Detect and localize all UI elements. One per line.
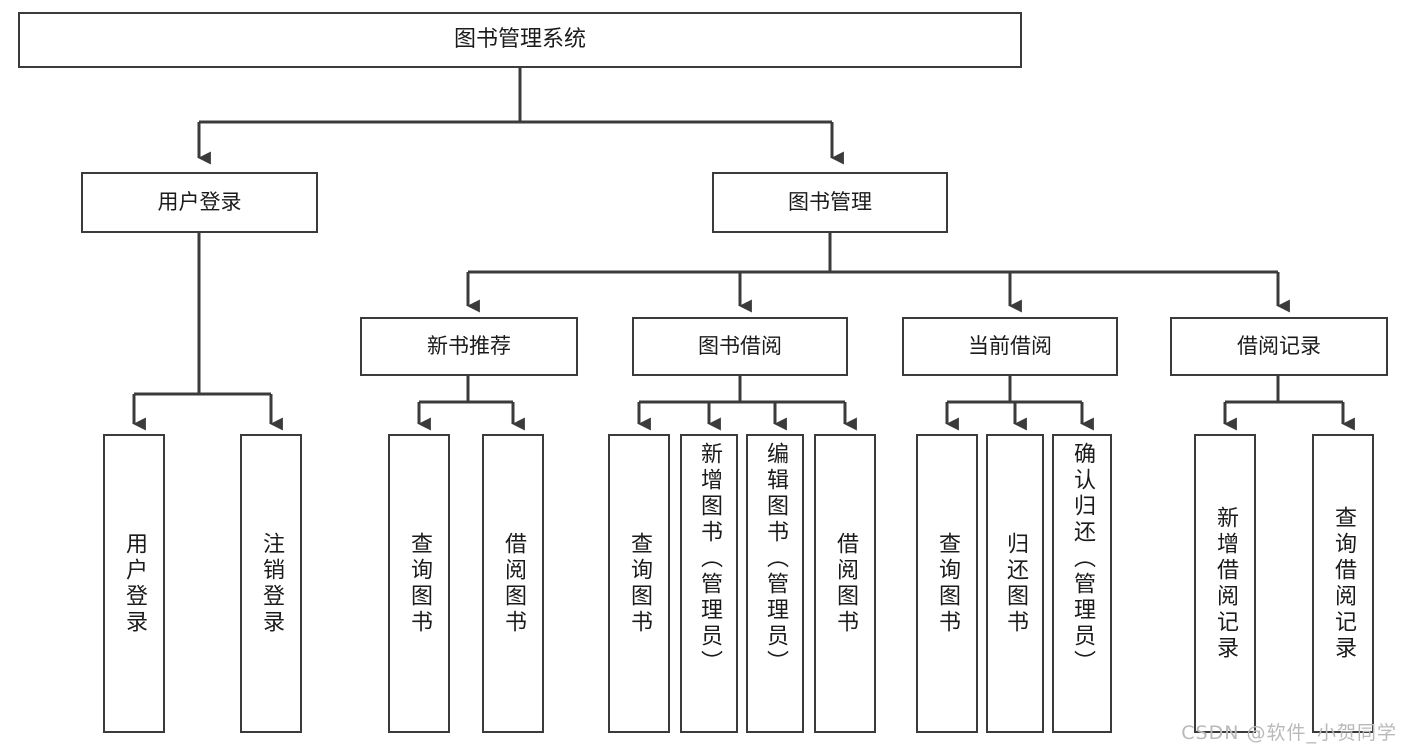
leaf-query-borrow-record[interactable]: 查询借阅记录 [1312, 434, 1374, 733]
node-borrow-record[interactable]: 借阅记录 [1170, 317, 1388, 376]
node-root[interactable]: 图书管理系统 [18, 12, 1022, 68]
node-borrow-record-label: 借阅记录 [1237, 334, 1321, 359]
leaf-add-book-admin-label: 新增图书（管理员） [697, 442, 722, 676]
node-book-management[interactable]: 图书管理 [712, 172, 948, 233]
leaf-edit-book-admin-label: 编辑图书（管理员） [763, 442, 788, 676]
leaf-borrow-book-recommend-label: 借阅图书 [501, 531, 526, 636]
leaf-user-login-label: 用户登录 [122, 531, 147, 636]
leaf-return-book-label: 归还图书 [1003, 531, 1028, 636]
leaf-add-borrow-record-label: 新增借阅记录 [1213, 505, 1238, 662]
leaf-user-login[interactable]: 用户登录 [103, 434, 165, 733]
node-book-borrow[interactable]: 图书借阅 [632, 317, 848, 376]
leaf-borrow-book[interactable]: 借阅图书 [814, 434, 876, 733]
leaf-edit-book-admin[interactable]: 编辑图书（管理员） [746, 434, 804, 733]
leaf-confirm-return-admin[interactable]: 确认归还（管理员） [1052, 434, 1112, 733]
leaf-return-book[interactable]: 归还图书 [986, 434, 1044, 733]
node-book-management-label: 图书管理 [788, 190, 872, 215]
node-user-login-label: 用户登录 [157, 190, 242, 215]
leaf-query-book-current-label: 查询图书 [935, 531, 960, 636]
leaf-borrow-book-label: 借阅图书 [833, 531, 858, 636]
leaf-query-book-recommend-label: 查询图书 [407, 531, 432, 636]
node-root-label: 图书管理系统 [453, 27, 586, 53]
leaf-query-borrow-record-label: 查询借阅记录 [1331, 505, 1356, 662]
leaf-query-book-current[interactable]: 查询图书 [916, 434, 978, 733]
leaf-query-book-borrow[interactable]: 查询图书 [608, 434, 670, 733]
leaf-confirm-return-admin-label: 确认归还（管理员） [1070, 442, 1095, 676]
leaf-borrow-book-recommend[interactable]: 借阅图书 [482, 434, 544, 733]
node-new-book-recommendation-label: 新书推荐 [427, 334, 511, 359]
node-current-borrow[interactable]: 当前借阅 [902, 317, 1118, 376]
node-book-borrow-label: 图书借阅 [698, 334, 782, 359]
node-new-book-recommendation[interactable]: 新书推荐 [360, 317, 578, 376]
leaf-query-book-recommend[interactable]: 查询图书 [388, 434, 450, 733]
leaf-add-borrow-record[interactable]: 新增借阅记录 [1194, 434, 1256, 733]
leaf-add-book-admin[interactable]: 新增图书（管理员） [680, 434, 738, 733]
node-current-borrow-label: 当前借阅 [968, 334, 1052, 359]
watermark: CSDN @软件_小贺同学 [1181, 722, 1397, 744]
leaf-logout[interactable]: 注销登录 [240, 434, 302, 733]
leaf-query-book-borrow-label: 查询图书 [627, 531, 652, 636]
node-user-login[interactable]: 用户登录 [81, 172, 318, 233]
leaf-logout-label: 注销登录 [259, 531, 284, 636]
